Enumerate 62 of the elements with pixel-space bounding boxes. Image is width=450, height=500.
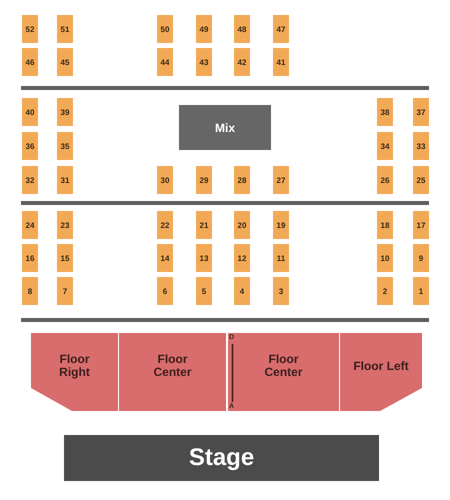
table-block: 4 [234, 277, 250, 305]
table-block: 50 [157, 15, 173, 43]
table-block: 5 [196, 277, 212, 305]
table-block: 26 [377, 166, 393, 194]
table-block: 32 [22, 166, 38, 194]
table-block: 45 [57, 48, 73, 76]
table-block: 28 [234, 166, 250, 194]
table-block: 49 [196, 15, 212, 43]
table-block: 2 [377, 277, 393, 305]
table-block: 31 [57, 166, 73, 194]
table-block: 11 [273, 244, 289, 272]
table-block: 12 [234, 244, 250, 272]
table-block: 40 [22, 98, 38, 126]
section-name: Floor Center [263, 353, 304, 379]
table-block: 33 [413, 132, 429, 160]
table-block: 14 [157, 244, 173, 272]
table-block: 38 [377, 98, 393, 126]
table-block: 27 [273, 166, 289, 194]
table-block: 34 [377, 132, 393, 160]
mix-area: Mix [179, 105, 271, 150]
table-block: 16 [22, 244, 38, 272]
table-block: 25 [413, 166, 429, 194]
table-block: 17 [413, 211, 429, 239]
table-block: 7 [57, 277, 73, 305]
table-block: 52 [22, 15, 38, 43]
stage-area: Stage [64, 435, 379, 481]
table-block: 36 [22, 132, 38, 160]
table-block: 15 [57, 244, 73, 272]
table-block: 24 [22, 211, 38, 239]
table-block: 20 [234, 211, 250, 239]
table-block: 9 [413, 244, 429, 272]
table-block: 44 [157, 48, 173, 76]
table-block: 37 [413, 98, 429, 126]
floor-section [228, 333, 339, 411]
table-block: 43 [196, 48, 212, 76]
table-block: 1 [413, 277, 429, 305]
table-block: 39 [57, 98, 73, 126]
table-block: 6 [157, 277, 173, 305]
floor-section [119, 333, 226, 411]
table-block: 35 [57, 132, 73, 160]
section-name: Floor Right [58, 353, 91, 379]
table-block: 47 [273, 15, 289, 43]
table-block: 48 [234, 15, 250, 43]
table-block: 19 [273, 211, 289, 239]
section-name: Floor Center [152, 353, 192, 379]
section-name: Floor Left [352, 360, 410, 372]
table-block: 29 [196, 166, 212, 194]
table-block: 30 [157, 166, 173, 194]
table-block: 3 [273, 277, 289, 305]
table-block: 22 [157, 211, 173, 239]
table-block: 41 [273, 48, 289, 76]
table-block: 8 [22, 277, 38, 305]
table-block: 13 [196, 244, 212, 272]
table-block: 10 [377, 244, 393, 272]
table-block: 21 [196, 211, 212, 239]
table-block: 23 [57, 211, 73, 239]
floor-section [340, 333, 422, 411]
table-block: 51 [57, 15, 73, 43]
table-block: 18 [377, 211, 393, 239]
table-block: 42 [234, 48, 250, 76]
floor-section [31, 333, 118, 411]
table-block: 46 [22, 48, 38, 76]
